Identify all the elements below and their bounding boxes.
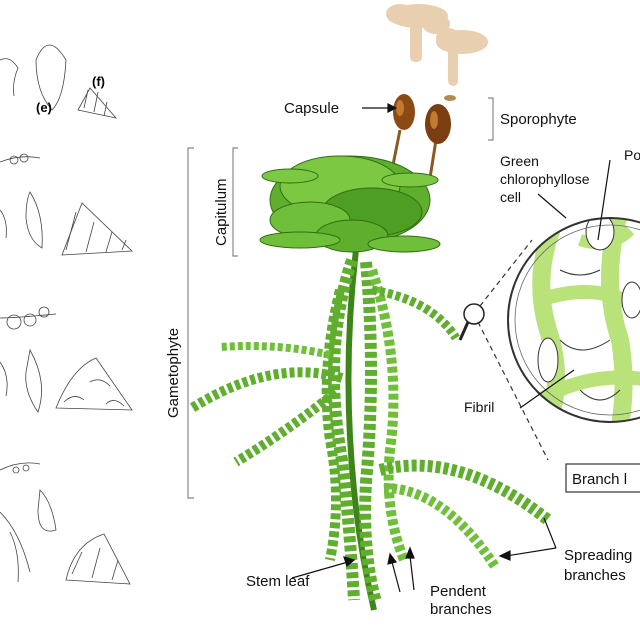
capitulum-label: Capitulum (213, 178, 230, 246)
left-illustration-panels (0, 44, 133, 585)
green-cell-label-line3: cell (500, 189, 521, 205)
sporophyte-bracket (488, 97, 494, 141)
fibril-label: Fibril (464, 399, 494, 415)
magnifier (458, 239, 549, 461)
pointer-arrows (291, 103, 611, 593)
branch-leaf-label: Branch l (572, 471, 627, 488)
spore-clouds (386, 4, 488, 86)
capsules (390, 94, 456, 179)
sporophyte-label: Sporophyte (500, 111, 577, 128)
pendent-branches-label-line1: Pendent (430, 583, 487, 600)
spreading-branches-label-line1: Spreading (564, 547, 632, 564)
pendent-branches-label-line2: branches (430, 601, 492, 618)
gametophyte-label: Gametophyte (165, 328, 182, 418)
panel-e-label: (e) (36, 100, 52, 115)
cell-detail-circle (507, 217, 640, 493)
panel-f-label: (f) (92, 74, 105, 89)
green-cell-label-line2: chlorophyllose (500, 171, 590, 187)
capitulum-bracket (232, 147, 238, 257)
spreading-branches-label-line2: branches (564, 567, 626, 584)
stem-leaf-label: Stem leaf (246, 573, 310, 590)
green-cell-label-line1: Green (500, 153, 539, 169)
moss-plant (189, 155, 552, 611)
gametophyte-bracket (187, 147, 194, 499)
pore-label: Po (624, 147, 640, 163)
capsule-label: Capsule (284, 100, 339, 117)
